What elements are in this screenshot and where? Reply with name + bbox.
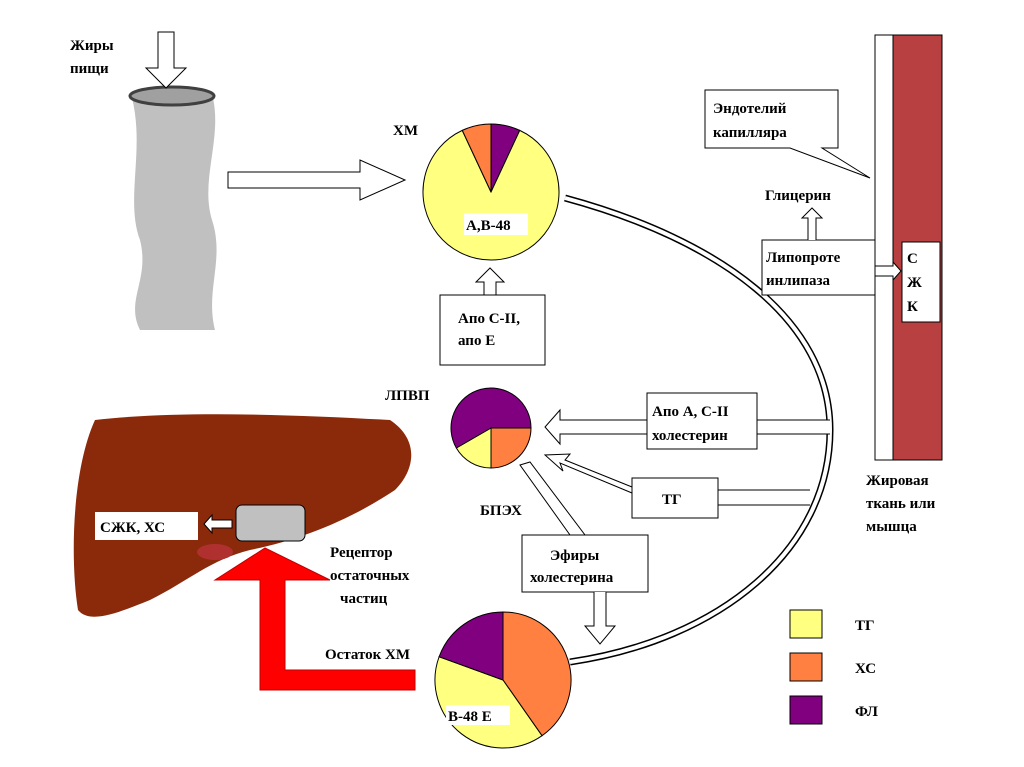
glycerol-label: Глицерин bbox=[765, 188, 831, 204]
endothelium-callout bbox=[704, 89, 871, 179]
ffa-3: К bbox=[907, 299, 918, 315]
tg-box bbox=[631, 477, 719, 519]
down-arrow-icon bbox=[144, 31, 188, 89]
legend-swatch-xc bbox=[789, 652, 823, 682]
apo-box bbox=[439, 294, 546, 366]
apo-cholesterol-line-2: холестерин bbox=[652, 428, 728, 444]
endothelium-line-2: капилляра bbox=[713, 125, 787, 141]
apo-box-line-2: апо Е bbox=[458, 333, 495, 349]
ffa-1: С bbox=[907, 251, 918, 267]
diagonal-arrow-tg bbox=[543, 453, 810, 506]
legend-label-fl: ФЛ bbox=[855, 704, 878, 720]
esters-line-2: холестерина bbox=[530, 570, 614, 586]
slice-fl bbox=[450, 387, 532, 449]
apo-cholesterol-line-1: Апо А, С-II bbox=[652, 404, 729, 420]
tissue-line-3: мышца bbox=[866, 519, 917, 535]
slice-fl bbox=[438, 611, 504, 681]
remnant-label: Остаток ХМ bbox=[325, 647, 410, 663]
chylomicron-pie bbox=[422, 123, 560, 261]
up-arrow-icon bbox=[474, 267, 506, 295]
hdl-pie bbox=[450, 387, 532, 469]
hdl-label: ЛПВП bbox=[385, 388, 430, 404]
ester-transfer-arrow bbox=[519, 461, 587, 536]
endothelium-wall bbox=[874, 34, 894, 461]
small-left-arrow-icon bbox=[203, 513, 233, 535]
lpl-line-1: Липопроте bbox=[766, 250, 841, 266]
ffa-2: Ж bbox=[907, 275, 922, 291]
legend-label-tg: ТГ bbox=[855, 618, 875, 634]
remnant-in-liver bbox=[235, 504, 306, 542]
slice-tg bbox=[434, 656, 543, 749]
receptor-line-3: частиц bbox=[340, 591, 388, 607]
tg-box-label: ТГ bbox=[662, 492, 682, 508]
receptor-line-2: остаточных bbox=[330, 568, 410, 584]
esters-line-1: Эфиры bbox=[550, 548, 600, 564]
dietary-fats-label-2: пищи bbox=[70, 61, 109, 77]
apo-box-line-1: Апо С-II, bbox=[458, 311, 520, 327]
liver-box bbox=[95, 512, 198, 540]
intestine bbox=[128, 85, 217, 330]
chylomicron-apo-label: А,В-48 bbox=[466, 218, 511, 234]
tissue-line-1: Жировая bbox=[866, 473, 929, 489]
legend-label-xc: ХС bbox=[855, 661, 876, 677]
receptor-spot bbox=[197, 544, 233, 560]
chylomicron-label: ХМ bbox=[393, 123, 418, 139]
remnant-apo-label: В-48 Е bbox=[448, 709, 492, 725]
remnant-pie bbox=[434, 611, 572, 749]
dietary-fats-label-1: Жиры bbox=[70, 38, 114, 54]
apo-cholesterol-box bbox=[646, 392, 758, 450]
legend: ТГ ХС ФЛ bbox=[789, 609, 878, 725]
tissue-line-2: ткань или bbox=[866, 496, 936, 512]
liver-box-label: СЖК, ХС bbox=[100, 520, 165, 536]
glycerol-arrow-icon bbox=[800, 207, 824, 240]
lpl-line-2: инлипаза bbox=[766, 273, 831, 289]
right-arrow-icon bbox=[227, 159, 407, 201]
ceptp-label: БПЭХ bbox=[480, 503, 522, 519]
down-arrow-esters bbox=[583, 592, 617, 645]
slice-xc bbox=[490, 427, 532, 469]
red-uptake-arrow bbox=[213, 547, 416, 691]
cholesterol-esters-box bbox=[521, 534, 649, 593]
lpl-box bbox=[761, 239, 876, 296]
slice-xc bbox=[461, 123, 492, 193]
slice-xc bbox=[502, 611, 572, 737]
ffa-box bbox=[901, 241, 941, 323]
legend-swatch-tg bbox=[789, 609, 823, 639]
receptor-line-1: Рецептор bbox=[330, 545, 393, 561]
endothelium-line-1: Эндотелий bbox=[713, 101, 787, 117]
legend-swatch-fl bbox=[789, 695, 823, 725]
